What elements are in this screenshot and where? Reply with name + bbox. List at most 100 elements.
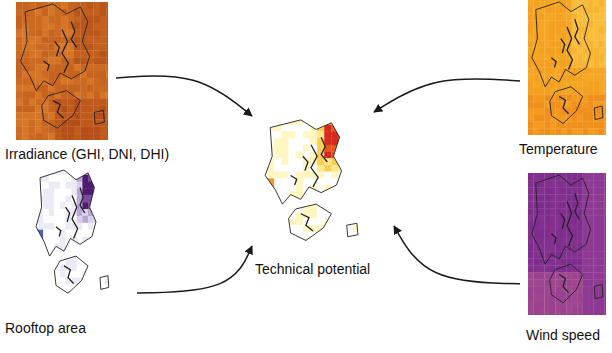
raster-cell — [533, 27, 539, 34]
raster-cell — [106, 99, 108, 106]
raster-cell — [539, 108, 545, 115]
raster-cell — [310, 205, 317, 212]
raster — [528, 173, 606, 315]
raster-cell — [339, 178, 346, 185]
raster-cell — [353, 172, 360, 179]
raster-cell — [588, 272, 594, 279]
raster-cell — [544, 244, 550, 251]
raster-cell — [48, 37, 55, 44]
creek-line — [551, 58, 556, 68]
raster-cell — [93, 43, 100, 50]
raster-cell — [577, 34, 583, 41]
raster-cell — [29, 23, 36, 30]
raster-cell — [594, 0, 600, 7]
creek-line — [53, 101, 64, 119]
raster-cell — [68, 126, 75, 133]
raster-cell — [539, 128, 545, 135]
raster-cell — [260, 131, 267, 138]
raster-cell — [544, 280, 550, 287]
raster-cell — [544, 308, 550, 315]
raster-cell — [49, 209, 55, 216]
raster-cell — [566, 20, 572, 27]
creek-line — [56, 227, 61, 237]
raster-cell — [544, 27, 550, 34]
raster-cell — [550, 47, 556, 54]
raster-cell — [550, 258, 556, 265]
raster-cell — [604, 41, 606, 48]
raster-cell — [324, 172, 331, 179]
raster-cell — [594, 258, 600, 265]
raster-cell — [583, 88, 589, 95]
raster-cell — [100, 64, 107, 71]
raster-cell — [550, 7, 556, 14]
raster-cell — [324, 138, 331, 145]
raster-cell — [94, 298, 100, 305]
raster-cell — [22, 30, 29, 37]
map-image — [528, 173, 606, 315]
raster-cell — [577, 287, 583, 294]
raster-cell — [572, 61, 578, 68]
raster-cell — [346, 205, 353, 212]
raster-cell — [260, 178, 267, 185]
raster-cell — [60, 298, 66, 305]
raster-cell — [22, 37, 29, 44]
raster-cell — [274, 165, 281, 172]
raster-cell — [604, 54, 606, 61]
raster-cell — [61, 78, 68, 85]
raster-cell — [289, 239, 296, 246]
raster-cell — [539, 265, 545, 272]
raster-cell — [42, 71, 49, 78]
raster-cell — [54, 202, 60, 209]
raster-cell — [16, 37, 23, 44]
raster-cell — [539, 194, 545, 201]
raster-cell — [35, 133, 42, 140]
raster-cell — [82, 223, 88, 230]
raster-cell — [87, 106, 94, 113]
raster — [528, 0, 606, 135]
raster-cell — [38, 278, 44, 285]
raster-cell — [106, 78, 108, 85]
raster-cell — [331, 131, 338, 138]
raster-cell — [35, 71, 42, 78]
raster-cell — [577, 301, 583, 308]
raster-cell — [260, 219, 267, 226]
raster-cell — [94, 230, 100, 237]
raster-cell — [528, 180, 534, 187]
raster-cell — [594, 294, 600, 301]
raster-cell — [599, 61, 605, 68]
raster-cell — [594, 187, 600, 194]
raster-cell — [60, 175, 66, 182]
raster-cell — [74, 92, 81, 99]
raster-cell — [588, 88, 594, 95]
raster-cell — [588, 201, 594, 208]
raster-cell — [35, 50, 42, 57]
raster-cell — [32, 250, 38, 257]
raster-cell — [566, 265, 572, 272]
raster-cell — [60, 264, 66, 271]
raster-cell — [94, 284, 100, 291]
raster-cell — [339, 192, 346, 199]
raster-cell — [583, 308, 589, 315]
raster-cell — [583, 74, 589, 81]
raster-cell — [528, 244, 534, 251]
raster-cell — [38, 291, 44, 298]
raster-cell — [331, 165, 338, 172]
raster-cell — [561, 54, 567, 61]
raster-cell — [296, 165, 303, 172]
raster-cell — [93, 78, 100, 85]
raster-cell — [317, 245, 324, 252]
raster-cell — [105, 168, 111, 175]
raster-cell — [54, 298, 60, 305]
raster-cell — [339, 198, 346, 205]
raster-cell — [66, 230, 72, 237]
raster-cell — [533, 258, 539, 265]
raster-cell — [555, 128, 561, 135]
raster-cell — [71, 271, 77, 278]
raster-cell — [88, 291, 94, 298]
raster-cell — [267, 118, 274, 125]
raster-cell — [599, 244, 605, 251]
raster-cell — [32, 237, 38, 244]
raster-cell — [296, 219, 303, 226]
raster-cell — [32, 278, 38, 285]
raster-cell — [260, 198, 267, 205]
